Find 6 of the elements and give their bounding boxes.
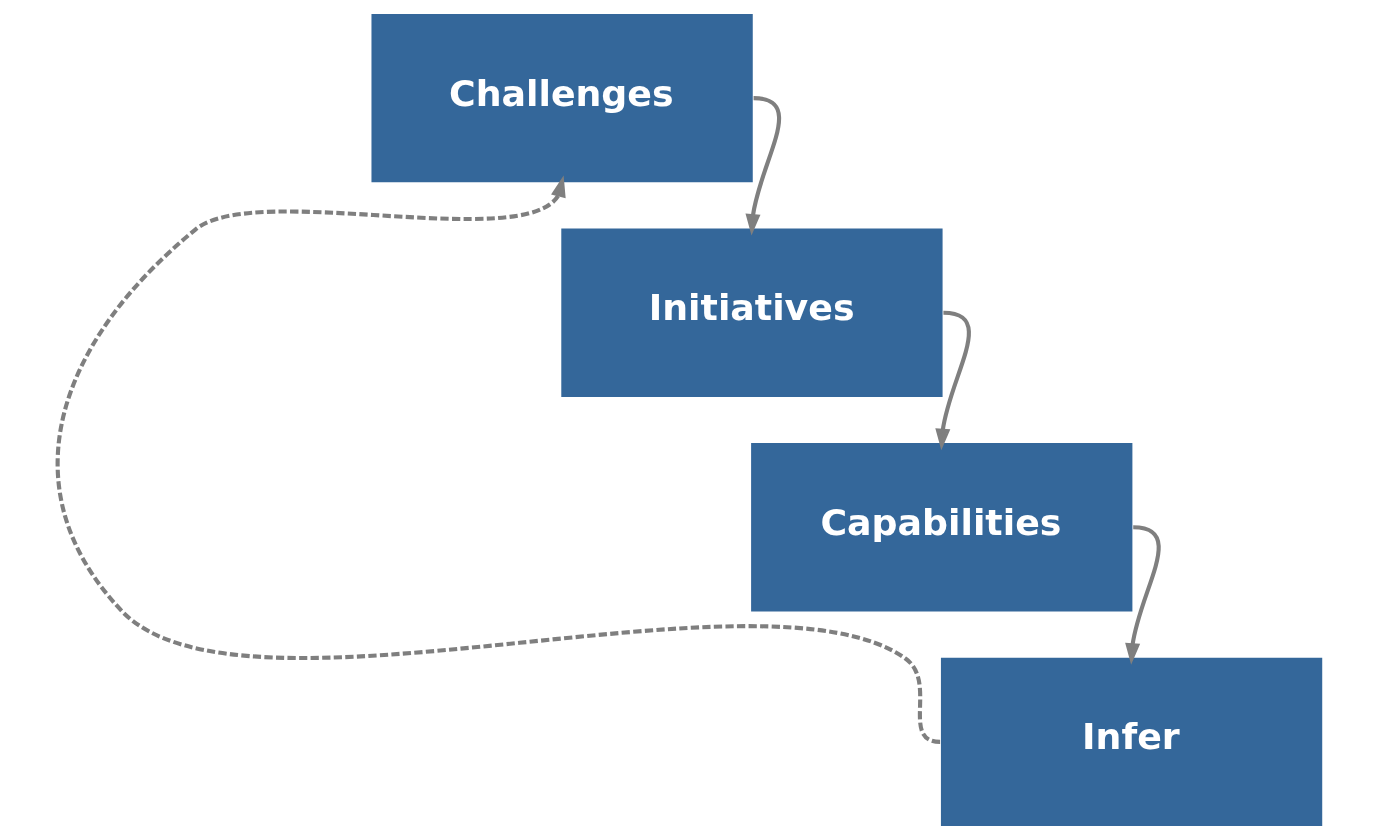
arrow [56, 175, 941, 744]
node-box: Infer [940, 657, 1323, 827]
node-box: Capabilities [751, 443, 1133, 612]
node-box: Initiatives [561, 228, 943, 397]
arrow [1125, 525, 1161, 665]
node-box: Challenges [371, 13, 753, 183]
